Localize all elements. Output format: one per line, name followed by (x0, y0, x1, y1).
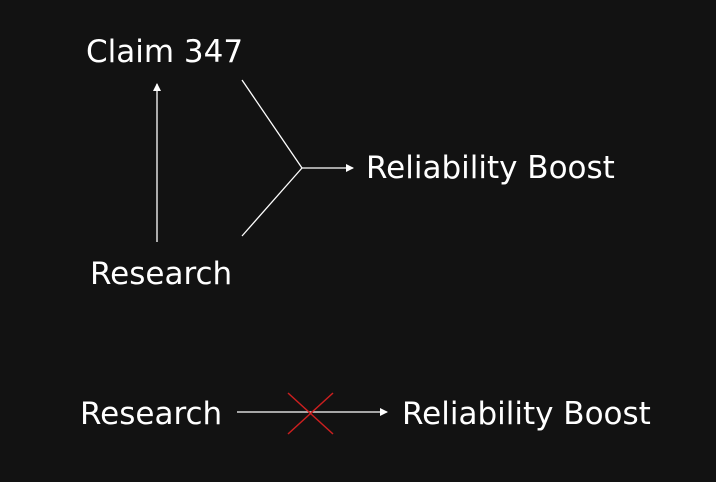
node-reliability-boost-lower: Reliability Boost (402, 396, 651, 432)
cross-stroke-2 (287, 392, 334, 435)
node-research-lower: Research (80, 396, 223, 432)
blocked-cross-icon (287, 392, 334, 435)
node-reliability-boost-upper: Reliability Boost (366, 150, 615, 186)
node-research-upper: Research (90, 256, 233, 292)
node-claim-347: Claim 347 (86, 34, 244, 70)
edge-claim-to-merge (241, 79, 303, 169)
edge-research-to-merge (241, 167, 303, 237)
